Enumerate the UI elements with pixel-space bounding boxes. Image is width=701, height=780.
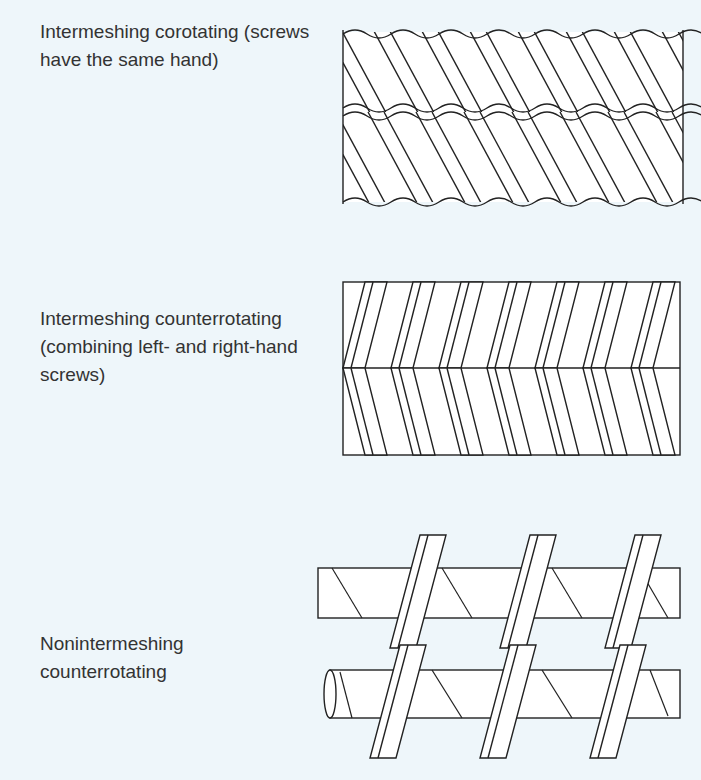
nonintermeshing-screws-part-part: [552, 568, 582, 618]
counterrotating-screws-part: [535, 282, 579, 455]
nonintermeshing-screws-part-part: [542, 670, 572, 718]
row-label: Nonintermeshing counterrotating: [40, 630, 302, 686]
nonintermeshing-screws-part-part: [432, 670, 462, 718]
counterrotating-screws-part: [583, 282, 627, 455]
row-label: Intermeshing corotating (screws have the…: [40, 18, 310, 74]
counterrotating-screws-part: [487, 282, 531, 455]
row-label: Intermeshing counterrotating (combining …: [40, 305, 302, 389]
corotating-screws-part-part: [343, 32, 683, 112]
nonintermeshing-screws-part: [390, 535, 446, 648]
corotating-screws-part-part: [343, 112, 683, 202]
nonintermeshing-screws-part-part: [442, 568, 472, 618]
corotating-screws-part: [343, 198, 701, 206]
corotating-screws-part: [343, 112, 683, 202]
nonintermeshing-screws-part: [500, 535, 556, 648]
counterrotating-screws: [343, 282, 680, 455]
corotating-screws-part: [343, 30, 701, 38]
counterrotating-screws-part: [343, 282, 387, 455]
counterrotating-screws-part: [343, 282, 680, 455]
nonintermeshing-screws: [318, 535, 680, 758]
counterrotating-screws-part: [391, 282, 435, 455]
nonintermeshing-screws-part: [370, 645, 426, 758]
nonintermeshing-screws-part-part: [340, 672, 352, 718]
counterrotating-screws-part: [439, 282, 483, 455]
nonintermeshing-screws-part: [324, 670, 336, 718]
corotating-screws-part: [343, 32, 683, 112]
corotating-screws-part: [682, 30, 683, 204]
corotating-screws-part: [342, 30, 343, 204]
nonintermeshing-screws-part-part: [332, 568, 362, 618]
nonintermeshing-screws-part: [480, 645, 536, 758]
corotating-screws-part: [343, 104, 701, 112]
corotating-screws: [272, 20, 701, 214]
nonintermeshing-screws-part: [590, 645, 646, 758]
counterrotating-screws-part: [631, 282, 675, 455]
corotating-screws-part: [343, 112, 701, 120]
nonintermeshing-screws-part-part: [650, 670, 668, 716]
nonintermeshing-screws-part: [605, 535, 661, 648]
